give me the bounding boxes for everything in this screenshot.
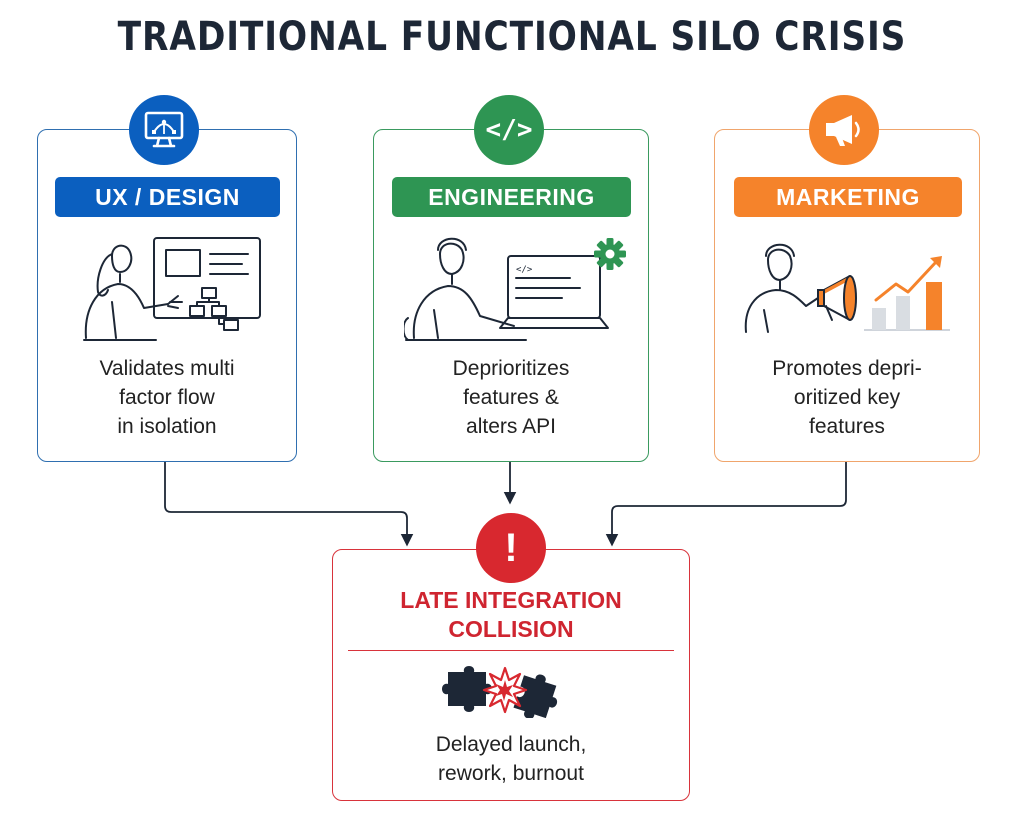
svg-text:</>: </>: [516, 265, 533, 275]
megaphone-icon: [809, 95, 879, 165]
silo-label-ux-design: UX / DESIGN: [55, 177, 280, 217]
outcome-title: LATE INTEGRATION COLLISION: [332, 586, 690, 644]
silo-label-engineering: ENGINEERING: [392, 177, 631, 217]
puzzle-collision-illustration: [442, 666, 558, 718]
description-line: in isolation: [117, 415, 217, 438]
description-line: features: [809, 415, 885, 438]
description-line: rework, burnout: [438, 762, 584, 785]
description-line: factor flow: [119, 386, 215, 409]
code-brackets-icon: </>: [474, 95, 544, 165]
connector-ux-to-collision: [164, 462, 414, 547]
silo-description-ux-design: Validates multi factor flow in isolation: [37, 354, 297, 441]
silo-description-marketing: Promotes depri- oritized key features: [714, 354, 980, 441]
silo-description-engineering: Deprioritizes features & alters API: [373, 354, 649, 441]
silo-label-marketing: MARKETING: [734, 177, 962, 217]
connector-mkt-to-collision: [605, 462, 847, 547]
engineer-at-laptop-illustration: </>: [404, 237, 626, 341]
marketer-with-megaphone-illustration: [744, 243, 950, 333]
page-title: TRADITIONAL FUNCTIONAL SILO CRISIS: [117, 14, 907, 60]
code-glyph: </>: [485, 115, 533, 145]
monitor-design-icon: [129, 95, 199, 165]
description-line: features &: [463, 386, 559, 409]
outcome-title-line: COLLISION: [448, 616, 574, 642]
exclamation-icon: !: [476, 513, 546, 583]
outcome-divider: [348, 650, 674, 651]
description-line: alters API: [466, 415, 556, 438]
outcome-description: Delayed launch, rework, burnout: [332, 730, 690, 788]
description-line: oritized key: [793, 386, 901, 409]
description-line: Deprioritizes: [452, 357, 570, 380]
outcome-title-line: LATE INTEGRATION: [400, 587, 622, 613]
exclamation-glyph: !: [504, 526, 518, 570]
outcome-card-collision: [332, 549, 690, 801]
description-line: Promotes depri-: [772, 357, 922, 380]
designer-at-screen-illustration: [83, 237, 261, 341]
description-line: Delayed launch,: [435, 733, 587, 756]
description-line: Validates multi: [99, 357, 235, 380]
